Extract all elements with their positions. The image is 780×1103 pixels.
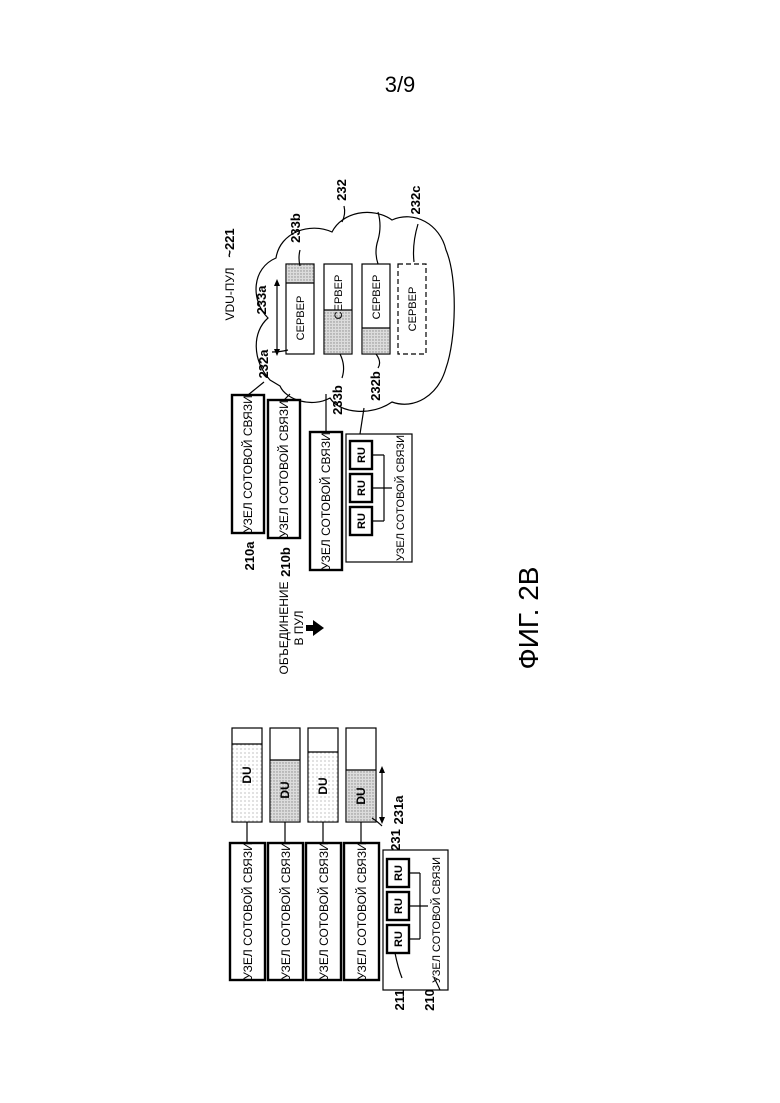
server-label: СЕРВЕР bbox=[333, 275, 345, 320]
left-cell-node-4: УЗЕЛ СОТОВОЙ СВЯЗИ bbox=[344, 842, 379, 980]
right-cell-node-210b: УЗЕЛ СОТОВОЙ СВЯЗИ bbox=[268, 400, 300, 538]
du-label: DU bbox=[316, 777, 330, 794]
dimension-arrow-231a bbox=[379, 766, 385, 824]
ru-group-label: УЗЕЛ СОТОВОЙ СВЯЗИ bbox=[394, 435, 407, 561]
left-cell-node-3: УЗЕЛ СОТОВОЙ СВЯЗИ bbox=[306, 842, 341, 980]
server-3: СЕРВЕР bbox=[362, 264, 390, 354]
page-number: 3/9 bbox=[385, 72, 416, 97]
du-label: DU bbox=[240, 766, 254, 783]
ru-label: RU bbox=[356, 447, 368, 463]
ref-232b: 232b bbox=[368, 371, 383, 401]
ru-group-label: УЗЕЛ СОТОВОЙ СВЯЗИ bbox=[430, 857, 443, 983]
right-cell-node-210a: УЗЕЛ СОТОВОЙ СВЯЗИ bbox=[232, 395, 264, 533]
vdu-pool-label: VDU-ПУЛ bbox=[223, 267, 237, 320]
ru-label: RU bbox=[393, 931, 405, 947]
cell-node-label: УЗЕЛ СОТОВОЙ СВЯЗИ bbox=[318, 432, 333, 569]
ref-210a: 210a bbox=[242, 541, 257, 571]
ru-label: RU bbox=[393, 898, 405, 914]
server-232a: СЕРВЕР bbox=[286, 264, 314, 354]
du-box-3: DU bbox=[308, 728, 338, 822]
cell-node-label: УЗЕЛ СОТОВОЙ СВЯЗИ bbox=[354, 842, 369, 979]
du-box-1: DU bbox=[232, 728, 262, 822]
server-label: СЕРВЕР bbox=[407, 287, 419, 332]
cell-node-label: УЗЕЛ СОТОВОЙ СВЯЗИ bbox=[276, 400, 291, 537]
server-label: СЕРВЕР bbox=[295, 296, 307, 341]
pooling-label-line2: В ПУЛ bbox=[292, 610, 306, 645]
ru-label: RU bbox=[393, 865, 405, 881]
figure-caption: ФИГ. 2В bbox=[513, 567, 544, 670]
left-cell-node-1: УЗЕЛ СОТОВОЙ СВЯЗИ bbox=[230, 842, 265, 980]
ref-221: ~221 bbox=[222, 228, 237, 257]
server-label: СЕРВЕР bbox=[371, 275, 383, 320]
ref-210: 210 bbox=[422, 989, 437, 1011]
cell-node-label: УЗЕЛ СОТОВОЙ СВЯЗИ bbox=[278, 842, 293, 979]
right-cell-node-3: УЗЕЛ СОТОВОЙ СВЯЗИ bbox=[310, 432, 342, 570]
ref-231a: 231a bbox=[391, 795, 406, 825]
ref-231: 231 bbox=[388, 829, 403, 851]
ref-233b-bottom: 233b bbox=[330, 385, 345, 415]
ref-211: 211 bbox=[392, 990, 407, 1011]
du-label: DU bbox=[278, 781, 292, 798]
ref-233a: 233a bbox=[254, 285, 269, 315]
cell-node-label: УЗЕЛ СОТОВОЙ СВЯЗИ bbox=[240, 395, 255, 532]
left-diagram: УЗЕЛ СОТОВОЙ СВЯЗИ УЗЕЛ СОТОВОЙ СВЯЗИ УЗ… bbox=[230, 728, 448, 1011]
ref-233b-top: 233b bbox=[288, 213, 303, 243]
server-232c: СЕРВЕР bbox=[398, 264, 426, 354]
cell-node-label: УЗЕЛ СОТОВОЙ СВЯЗИ bbox=[240, 842, 255, 979]
left-cell-node-2: УЗЕЛ СОТОВОЙ СВЯЗИ bbox=[268, 842, 303, 980]
du-label: DU bbox=[354, 787, 368, 804]
ref-210b: 210b bbox=[278, 547, 293, 577]
ru-group-210: RU RU RU УЗЕЛ СОТОВОЙ СВЯЗИ bbox=[383, 850, 448, 990]
du-box-4: DU bbox=[346, 728, 376, 822]
cell-node-label: УЗЕЛ СОТОВОЙ СВЯЗИ bbox=[316, 842, 331, 979]
pooling-label-line1: ОБЪЕДИНЕНИЕ bbox=[277, 581, 291, 674]
ref-232c: 232c bbox=[408, 186, 423, 215]
pooling-arrow: ОБЪЕДИНЕНИЕ В ПУЛ bbox=[277, 581, 324, 674]
du-box-2: DU bbox=[270, 728, 300, 822]
ref-232a: 232a bbox=[256, 349, 271, 379]
right-arrow-icon bbox=[306, 620, 324, 636]
ru-label: RU bbox=[356, 480, 368, 496]
ru-group-right: RU RU RU УЗЕЛ СОТОВОЙ СВЯЗИ bbox=[346, 434, 412, 562]
server-2: СЕРВЕР bbox=[324, 264, 352, 354]
ref-232: 232 bbox=[334, 179, 349, 201]
dimension-arrow-233a bbox=[274, 279, 280, 356]
right-diagram: СЕРВЕР СЕРВЕР СЕРВЕР СЕРВЕР 233a 232a bbox=[222, 179, 454, 577]
ru-label: RU bbox=[356, 513, 368, 529]
